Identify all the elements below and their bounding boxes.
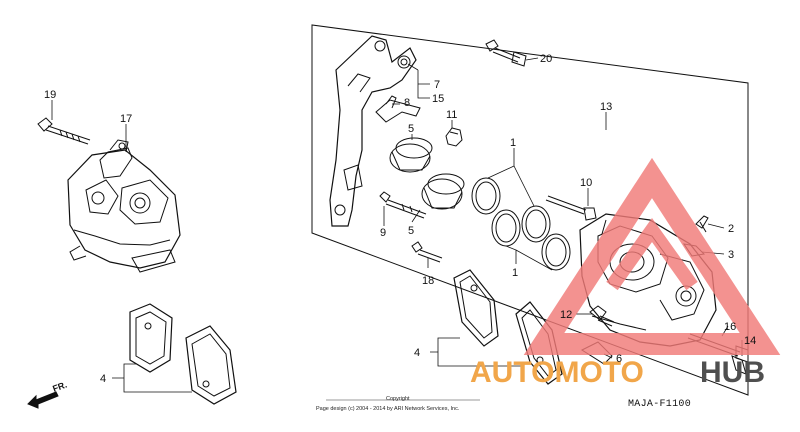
callout-7: 7 <box>434 79 440 91</box>
callout-5-lower: 5 <box>408 225 414 237</box>
assembly-frame <box>311 24 749 396</box>
callout-15: 15 <box>432 93 444 105</box>
piston-5-upper <box>389 137 433 173</box>
bolt-12 <box>589 305 615 327</box>
pad-spring-clip <box>375 95 421 123</box>
bleeder-cap-11 <box>445 127 463 147</box>
caliper-bracket <box>329 35 417 227</box>
callout-16: 16 <box>724 321 736 333</box>
bolt-18 <box>411 241 443 263</box>
callout-8: 8 <box>404 97 410 109</box>
bolt-19 <box>37 117 91 145</box>
bolt-20 <box>485 39 527 67</box>
callout-17: 17 <box>120 113 132 125</box>
callout-10: 10 <box>580 177 592 189</box>
callout-9: 9 <box>380 227 386 239</box>
brake-pads-left <box>129 303 237 405</box>
callout-5-upper: 5 <box>408 123 414 135</box>
callout-14: 14 <box>744 335 756 347</box>
callout-1-upper: 1 <box>510 137 516 149</box>
callout-2: 2 <box>728 223 734 235</box>
diagram-code: MAJA-F1100 <box>628 399 691 410</box>
copyright-notice: Page design (c) 2004 - 2014 by ARI Netwo… <box>316 406 460 412</box>
callout-13: 13 <box>600 101 612 113</box>
callout-4-left: 4 <box>100 373 106 385</box>
watermark-logo: AUTOMOTO HUB <box>470 157 781 389</box>
brake-pads-right <box>453 269 563 385</box>
callout-6: 6 <box>616 353 622 365</box>
callout-11: 11 <box>446 109 457 121</box>
bleeder-valve-2 <box>695 215 709 233</box>
callouts: 19 17 4 20 7 8 15 11 13 5 1 10 5 9 2 3 1… <box>44 53 756 385</box>
callout-1-lower: 1 <box>512 267 518 279</box>
callout-12: 12 <box>560 309 572 321</box>
callout-4-right: 4 <box>414 347 420 359</box>
plug-14 <box>731 355 747 375</box>
piston-seals-lower <box>491 209 571 271</box>
bolt-10 <box>545 195 597 221</box>
watermark-text-hub: HUB <box>700 356 765 389</box>
caliper-assembly-small <box>67 139 181 273</box>
callout-20: 20 <box>540 53 552 65</box>
piston-seals-upper <box>471 177 551 243</box>
watermark-text-automoto: AUTOMOTO <box>470 356 644 389</box>
piston-5-lower <box>421 173 465 210</box>
callout-3: 3 <box>728 249 734 261</box>
callout-19: 19 <box>44 89 56 101</box>
front-arrow <box>27 391 59 409</box>
slide-pin-9 <box>379 191 427 219</box>
front-direction-label: FR. <box>51 380 68 394</box>
callout-18: 18 <box>422 275 434 287</box>
copyright-title: Copyright <box>386 396 410 402</box>
